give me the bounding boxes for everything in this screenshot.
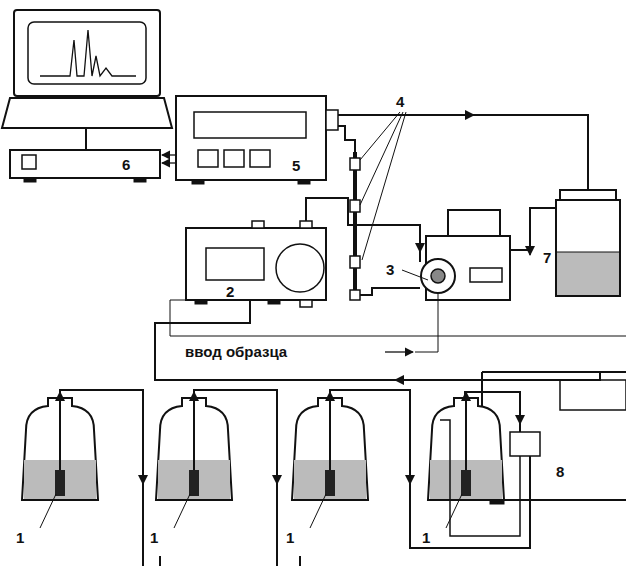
solvent-bottle <box>292 398 368 500</box>
callout-number: 1 <box>16 530 24 545</box>
callout-number: 1 <box>422 530 430 545</box>
tube <box>59 398 61 470</box>
solvent-bottle <box>156 398 232 500</box>
tube <box>193 398 195 470</box>
solvent-bottle <box>428 398 504 500</box>
leader-line <box>310 494 326 528</box>
detector-box <box>176 96 326 180</box>
leader-line <box>174 494 190 528</box>
interface-box <box>10 150 160 178</box>
callout-number: 5 <box>292 158 300 173</box>
callout-number: 7 <box>541 250 553 265</box>
input-label: ввод образца <box>183 344 289 359</box>
callout-number: 3 <box>386 262 394 277</box>
injection-valve <box>421 259 455 293</box>
mixer <box>510 432 540 456</box>
callout-number: 6 <box>122 157 130 172</box>
solvent-bottle <box>22 398 98 500</box>
tube <box>329 398 331 470</box>
filter <box>461 470 471 496</box>
display <box>28 22 146 84</box>
callout-number: 8 <box>556 464 564 479</box>
button <box>22 155 36 169</box>
pump-box <box>186 228 326 300</box>
callout-number: 4 <box>396 94 404 109</box>
tube <box>465 398 467 470</box>
filter <box>325 470 335 496</box>
callout-number: 2 <box>226 284 234 299</box>
tube <box>338 115 588 200</box>
stand <box>85 128 87 150</box>
callout-number: 1 <box>286 530 294 545</box>
filter <box>55 470 65 496</box>
column <box>353 152 357 292</box>
callout-number: 1 <box>150 530 158 545</box>
leader-line <box>40 494 56 528</box>
waste-bottle <box>556 200 620 296</box>
laptop-base <box>2 98 172 128</box>
laptop-screen <box>14 10 160 96</box>
filter <box>189 470 199 496</box>
pump-head <box>276 244 324 292</box>
leader-line <box>446 494 462 528</box>
chromatogram <box>40 30 136 76</box>
